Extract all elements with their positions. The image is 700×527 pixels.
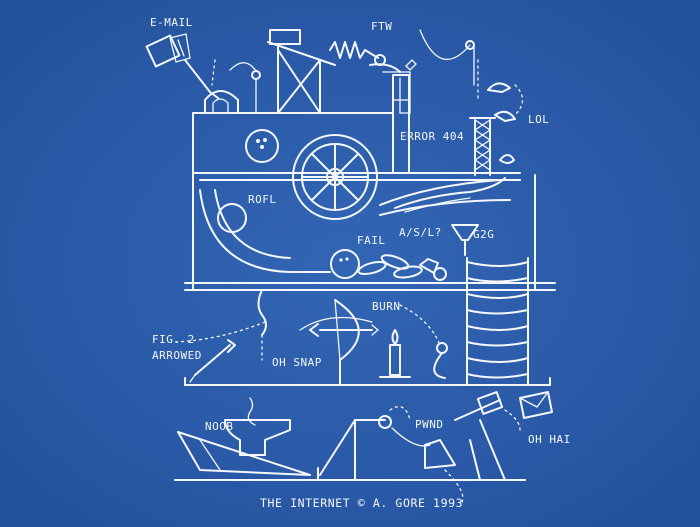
label-rofl: ROFL xyxy=(248,193,277,206)
label-fail: FAIL xyxy=(357,234,386,247)
label-email: E-MAIL xyxy=(150,16,193,29)
ohhai-lever xyxy=(454,391,553,481)
pulley-string xyxy=(419,29,479,101)
label-g2g: G2G xyxy=(473,228,494,241)
seesaw-ramp xyxy=(177,431,311,476)
label-burn: BURN xyxy=(372,300,401,313)
fig2-arrow xyxy=(174,321,266,383)
error-404-tower xyxy=(392,74,410,174)
top-lever xyxy=(229,29,336,114)
spiral-slide xyxy=(466,257,529,386)
pulley-mid xyxy=(299,316,448,379)
caption: THE INTERNET © A. GORE 1993 xyxy=(260,496,463,510)
bow-and-arrow xyxy=(309,299,380,386)
pwnd-boot xyxy=(391,427,464,506)
lower-pulley-mast xyxy=(317,406,411,481)
email-device xyxy=(145,33,219,99)
anvil xyxy=(224,397,291,456)
ship-wheel xyxy=(292,134,378,220)
label-error404: ERROR 404 xyxy=(400,130,464,143)
label-ftw: FTW xyxy=(371,20,392,33)
bowling-pins xyxy=(330,249,447,281)
lol-tower xyxy=(469,82,524,176)
label-asl: A/S/L? xyxy=(399,226,442,239)
diagram-labels: E-MAIL FTW ERROR 404 LOL ROFL FAIL A/S/L… xyxy=(150,16,571,510)
candle xyxy=(379,304,441,378)
label-ohhai: OH HAI xyxy=(528,433,571,446)
middle-shelf xyxy=(184,289,551,386)
label-lol: LOL xyxy=(528,113,549,126)
label-fig2: FIG. 2 xyxy=(152,333,195,346)
arch-door xyxy=(204,90,239,114)
label-noob: NOOB xyxy=(205,420,234,433)
label-pwnd: PWND xyxy=(415,418,444,431)
rofl-ball xyxy=(217,203,247,233)
bowling-ball-upper xyxy=(245,129,279,163)
g2g-funnel xyxy=(451,224,479,256)
label-ohsnap: OH SNAP xyxy=(272,356,322,369)
label-arrowed: ARROWED xyxy=(152,349,202,362)
snake xyxy=(394,177,506,213)
ftw-spring xyxy=(329,41,417,114)
